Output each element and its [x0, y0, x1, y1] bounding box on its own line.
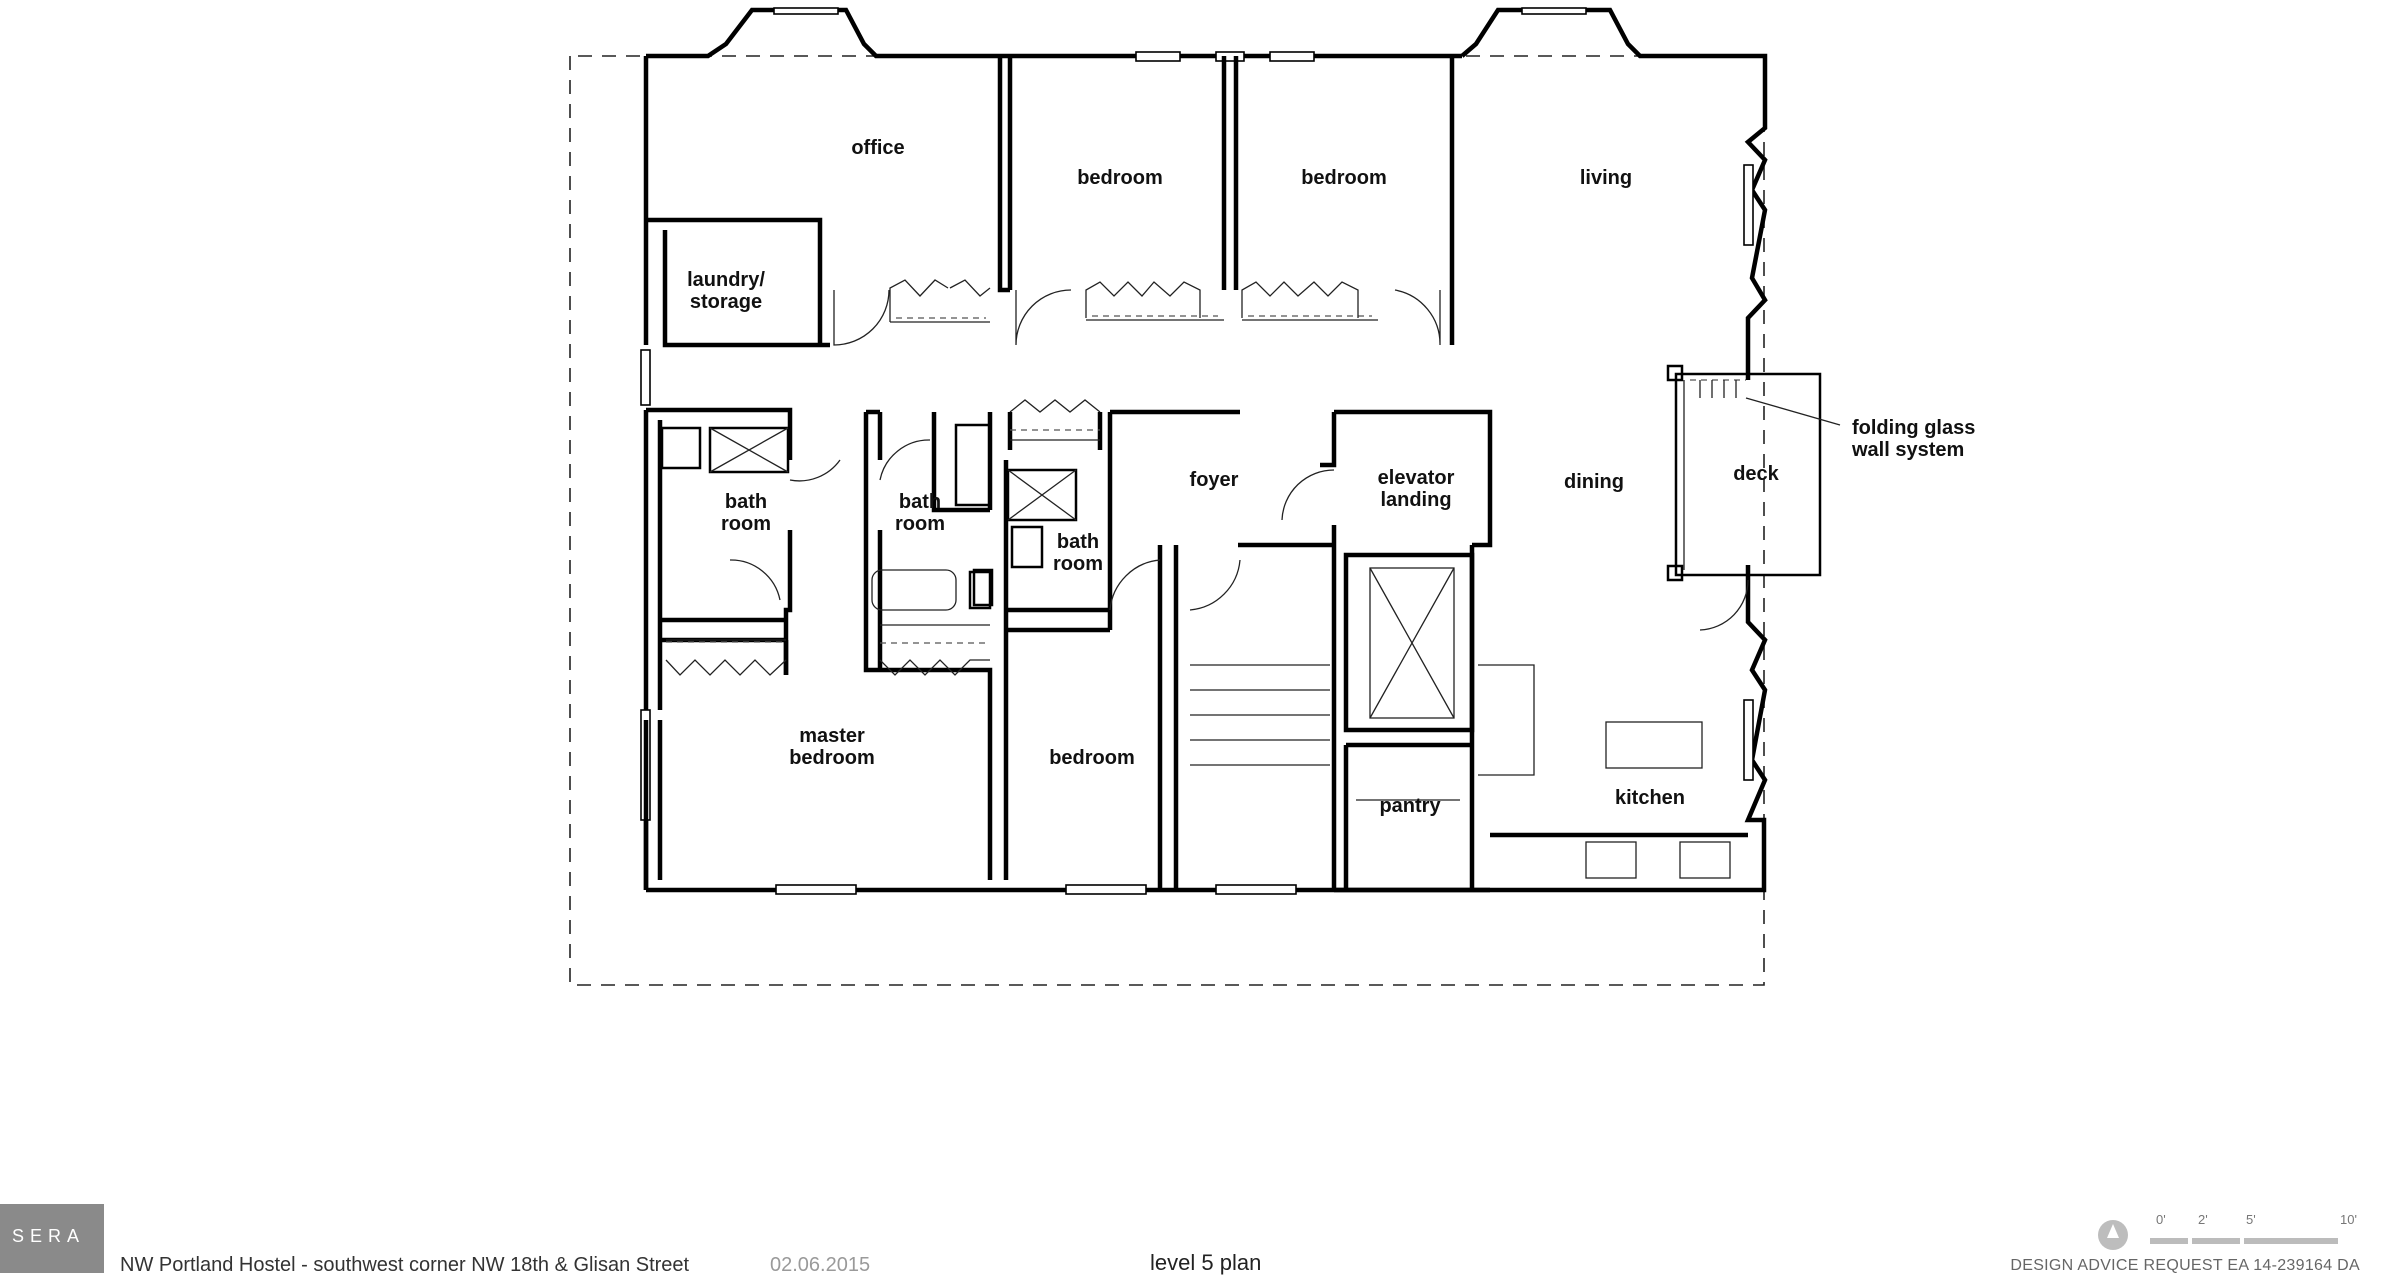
- label-dining: dining: [1564, 471, 1624, 493]
- request-number: DESIGN ADVICE REQUEST EA 14-239164 DA: [2010, 1257, 2360, 1274]
- label-living: living: [1580, 167, 1632, 189]
- label-bedroom-3: bedroom: [1049, 747, 1135, 769]
- label-laundry-1: laundry/: [687, 269, 765, 291]
- label-elevator-2: landing: [1380, 489, 1451, 511]
- scale-tick-10: 10': [2340, 1212, 2357, 1227]
- label-bath3-2: room: [1053, 553, 1103, 575]
- interior-walls: [643, 56, 1748, 893]
- scale-bar: 0' 2' 5' 10': [2098, 1212, 2368, 1250]
- label-office: office: [851, 137, 904, 159]
- room-labels: office bedroom bedroom living laundry/ s…: [687, 137, 1975, 817]
- deck: [1666, 364, 1841, 582]
- scale-segment: [2192, 1238, 2240, 1244]
- north-arrow-icon: [2098, 1220, 2128, 1250]
- label-bedroom-2: bedroom: [1301, 167, 1387, 189]
- label-bath2-2: room: [895, 513, 945, 535]
- scale-tick-0: 0': [2156, 1212, 2166, 1227]
- scale-segment: [2244, 1238, 2338, 1244]
- property-line: [569, 55, 1765, 986]
- label-bath2-1: bath: [899, 491, 941, 513]
- label-master-1: master: [799, 725, 865, 747]
- label-bath3-1: bath: [1057, 531, 1099, 553]
- sheet-title: level 5 plan: [1150, 1250, 1262, 1275]
- fixtures: [660, 279, 1731, 879]
- label-kitchen: kitchen: [1615, 787, 1685, 809]
- label-elevator-1: elevator: [1378, 467, 1455, 489]
- scale-segment: [2150, 1238, 2188, 1244]
- label-deck: deck: [1733, 463, 1779, 485]
- door-swings: [729, 289, 1749, 631]
- label-bath1-1: bath: [725, 491, 767, 513]
- project-title: NW Portland Hostel - southwest corner NW…: [120, 1254, 690, 1276]
- project-date: 02.06.2015: [770, 1254, 871, 1276]
- callout-folding-glass-2: wall system: [1851, 439, 1964, 461]
- label-bedroom-1: bedroom: [1077, 167, 1163, 189]
- label-foyer: foyer: [1190, 469, 1239, 491]
- logo-text: SERA: [12, 1226, 86, 1246]
- scale-tick-5: 5': [2246, 1212, 2256, 1227]
- label-laundry-2: storage: [690, 291, 762, 313]
- scale-tick-2: 2': [2198, 1212, 2208, 1227]
- label-pantry: pantry: [1379, 795, 1441, 817]
- label-master-2: bedroom: [789, 747, 875, 769]
- callout-folding-glass-1: folding glass: [1852, 417, 1975, 439]
- sera-logo: SERA: [0, 1204, 104, 1273]
- label-bath1-2: room: [721, 513, 771, 535]
